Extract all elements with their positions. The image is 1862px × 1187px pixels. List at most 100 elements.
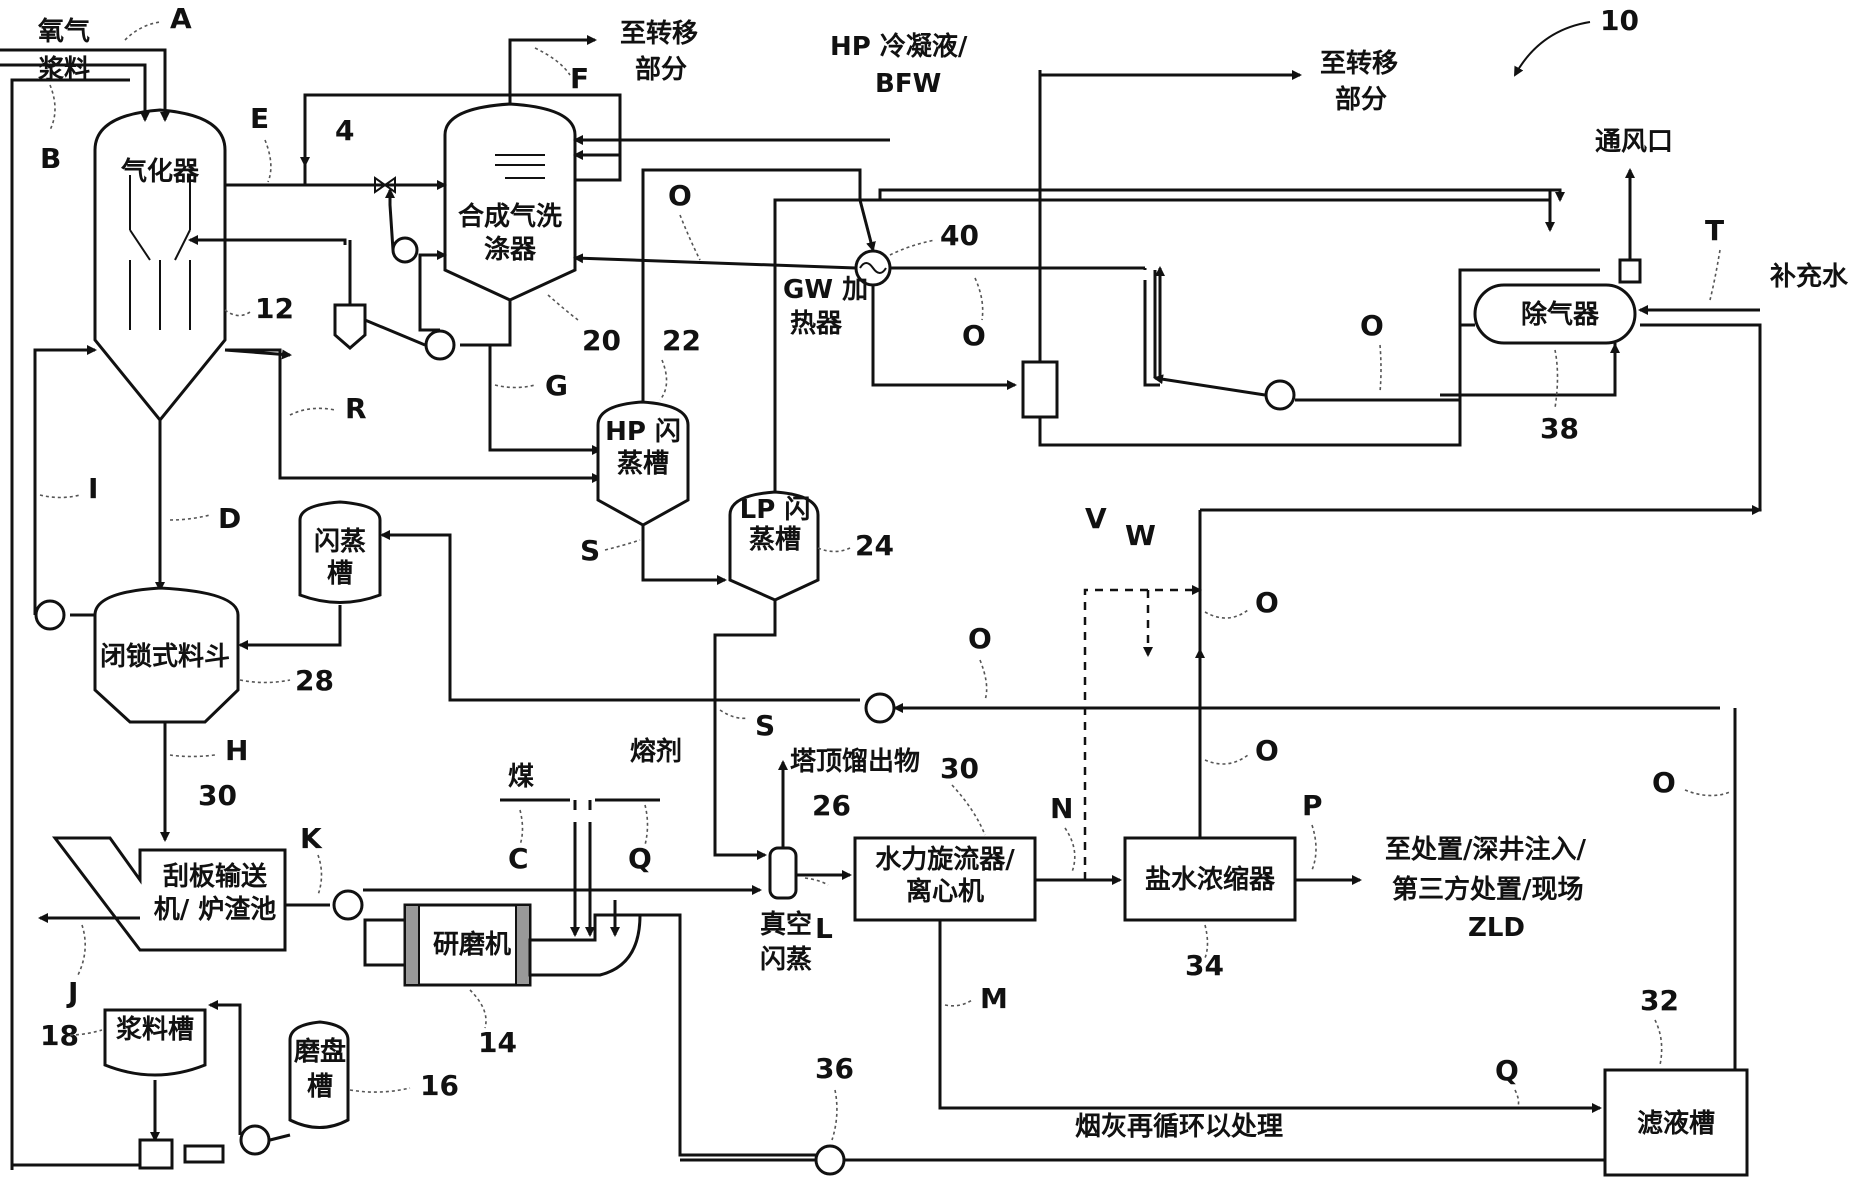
lp-flash-vapor [773, 198, 1555, 492]
slag-conveyor: 刮板输送 机/ 炉渣池 [51, 836, 287, 952]
letter-F: F [570, 62, 589, 95]
line-F [508, 35, 597, 104]
deaerator-label: 除气器 [1521, 299, 1600, 330]
num-24: 24 [855, 529, 894, 562]
feed-pump [138, 1138, 174, 1170]
num-22: 22 [662, 324, 701, 357]
letter-O-7: O [1652, 766, 1676, 799]
to-transfer2-2: 部分 [1335, 85, 1387, 115]
disposal-2: 第三方处置/现场 [1392, 874, 1584, 905]
pump-icon [864, 692, 896, 724]
makeup-label: 补充水 [1770, 261, 1849, 292]
letter-O-4: O [968, 622, 992, 655]
num-28: 28 [295, 664, 334, 697]
flash-tank-feed [380, 530, 860, 702]
letter-C: C [508, 842, 529, 875]
oxygen-line [0, 48, 170, 122]
line-V [1083, 585, 1202, 880]
pump-icon [1264, 379, 1296, 411]
disposal-3: ZLD [1468, 913, 1525, 943]
deaerator: 除气器 [1473, 258, 1642, 345]
letter-S-2: S [755, 709, 775, 742]
slurry-line [0, 63, 150, 122]
gw-heater-out [871, 285, 1017, 390]
hp-flash-tank: HP 闪 蒸槽 [596, 400, 690, 527]
hp-condensate-1: HP 冷凝液/ [830, 31, 968, 62]
num-14: 14 [478, 1026, 517, 1059]
quench-return [188, 235, 347, 245]
gasifier-label: 气化器 [120, 156, 200, 187]
hp-flash-label-1: HP 闪 [605, 417, 681, 447]
hydrocyclone-label-2: 离心机 [906, 876, 984, 907]
overhead-label: 塔顶馏出物 [790, 747, 920, 777]
lock-hopper: 闭锁式料斗 [93, 586, 240, 724]
line-M [938, 920, 1602, 1113]
num-4: 4 [335, 114, 354, 147]
letter-P: P [1302, 789, 1323, 822]
letter-H: H [225, 734, 248, 767]
brine-concentrator-label: 盐水浓缩器 [1145, 864, 1276, 895]
drum-to-deaerator [1038, 323, 1475, 447]
grinder: 研磨机 [363, 903, 642, 987]
letter-G: G [545, 369, 568, 402]
mill-tank-label-1: 磨盘 [294, 1036, 346, 1067]
num-36: 36 [815, 1052, 854, 1085]
line-I [33, 345, 97, 615]
flash-tank-label-2: 槽 [327, 559, 353, 589]
hydrocyclone-label-1: 水力旋流器/ [875, 845, 1015, 875]
conveyor-label-1: 刮板输送 [163, 861, 267, 892]
letter-B: B [40, 142, 61, 175]
coal-label: 煤 [508, 762, 534, 792]
letter-E: E [250, 102, 269, 135]
hp-condensate-2: BFW [875, 69, 941, 99]
letter-O-2: O [962, 319, 986, 352]
valve-icon [374, 176, 396, 194]
letter-M: M [980, 982, 1008, 1015]
letter-O-3: O [1360, 309, 1384, 342]
pump-icon [239, 1124, 271, 1156]
gw-heater-label-1: GW 加 [783, 275, 868, 305]
slurry-tank: 浆料槽 [103, 1008, 207, 1077]
num-30-b: 30 [940, 752, 979, 785]
lp-flash-label-1: LP 闪 [740, 495, 811, 525]
flux-label: 熔剂 [630, 736, 682, 767]
vacuum-flash-label-2: 闪蒸 [760, 945, 812, 975]
letter-Q-2: Q [1495, 1054, 1519, 1087]
num-20: 20 [582, 324, 621, 357]
line-G [488, 345, 602, 455]
letter-O-6: O [1255, 734, 1279, 767]
num-34: 34 [1185, 949, 1224, 982]
hydrocyclone: 水力旋流器/ 离心机 [853, 836, 1037, 922]
to-transfer1-2: 部分 [635, 55, 687, 85]
line-S [641, 525, 727, 585]
filtrate-tank-label: 滤液槽 [1637, 1109, 1715, 1139]
letter-T: T [1705, 214, 1724, 247]
letter-I: I [88, 472, 98, 505]
num-26: 26 [812, 789, 851, 822]
brine-return [1200, 323, 1762, 512]
letter-S-1: S [580, 534, 600, 567]
letter-N: N [1050, 792, 1073, 825]
slurry-feed-return [10, 78, 130, 1170]
num-12: 12 [255, 292, 294, 325]
vent-label: 通风口 [1595, 127, 1673, 157]
letter-J: J [66, 976, 78, 1009]
to-transfer2-1: 至转移 [1320, 49, 1398, 79]
scrubber-label-2: 涤器 [484, 235, 537, 265]
letter-Q-1: Q [628, 842, 652, 875]
syngas-scrubber: 合成气洗 涤器 [443, 102, 577, 302]
num-32: 32 [1640, 984, 1679, 1017]
mill-tank-label-2: 槽 [307, 1072, 333, 1102]
pump-icon [391, 236, 419, 264]
vacuum-flash-label-1: 真空 [760, 909, 812, 940]
oxygen-label: 氧气 [37, 16, 90, 47]
letter-O-1: O [668, 179, 692, 212]
letter-K: K [300, 822, 323, 855]
grinder-recycle [620, 913, 818, 1157]
letter-V: V [1085, 502, 1107, 535]
gw-heater-label-2: 热器 [790, 309, 843, 339]
disposal-1: 至处置/深井注入/ [1385, 834, 1586, 865]
to-transfer2-line [1038, 70, 1302, 372]
hp-flash-label-2: 蒸槽 [617, 449, 669, 479]
